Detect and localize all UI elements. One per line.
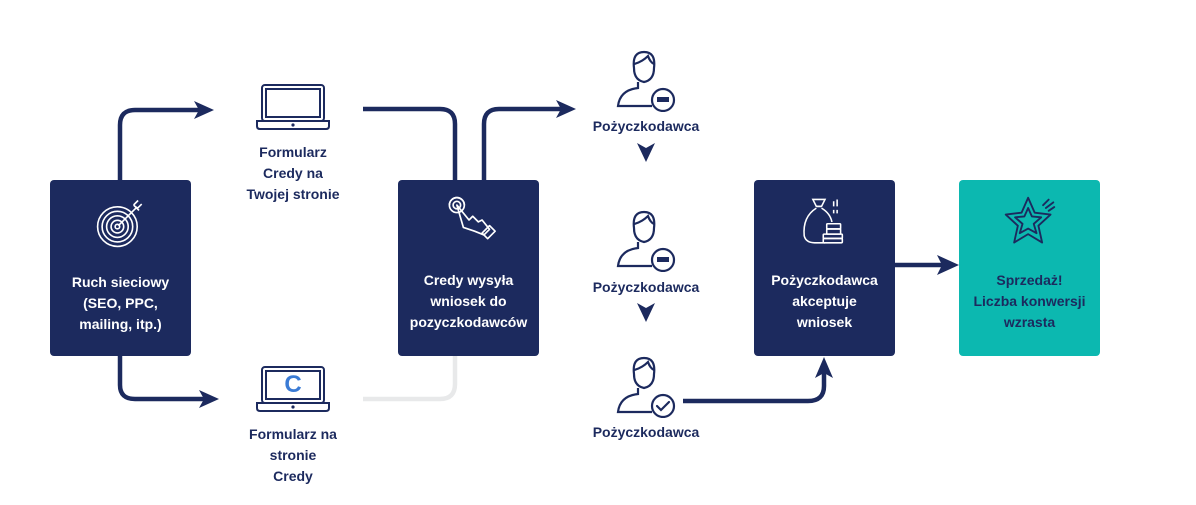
step-traffic-box: Ruch sieciowy (SEO, PPC, mailing, itp.) <box>50 180 191 356</box>
step-credy-sends-label: Credy wysyła wniosek do pozyczkodawców <box>409 272 528 330</box>
user-minus-icon <box>614 48 680 113</box>
arrowhead <box>199 390 219 408</box>
lender-1-label: Pożyczkodawca <box>592 118 700 134</box>
line-own-form-to-credy <box>363 106 458 180</box>
laptop-icon <box>256 84 330 130</box>
money-bag-icon <box>802 198 843 244</box>
lender-2-label: Pożyczkodawca <box>592 279 700 295</box>
arrowhead <box>937 255 959 275</box>
hand-tap-icon <box>448 196 496 240</box>
step-sale-box: Sprzedaż! Liczba konwersji wzrasta <box>959 180 1100 356</box>
user-check-icon <box>614 354 680 419</box>
arrowhead <box>194 101 214 119</box>
arrowhead <box>556 100 576 118</box>
lender-3-label: Pożyczkodawca <box>592 424 700 440</box>
step-lender-accepts-label: Pożyczkodawca akceptuje wniosek <box>771 272 878 330</box>
credy-logo-letter: C <box>284 371 302 398</box>
down-arrow-lender-2 <box>637 303 655 322</box>
star-icon <box>1004 196 1055 244</box>
step-traffic-label: Ruch sieciowy (SEO, PPC, mailing, itp.) <box>71 274 170 332</box>
line-credy-form-to-credy <box>363 356 458 402</box>
step-sale-label: Sprzedaż! Liczba konwersji wzrasta <box>973 272 1086 330</box>
arrow-traffic-to-own-form <box>117 107 206 180</box>
step-credy-sends-box: Credy wysyła wniosek do pozyczkodawców <box>398 180 539 356</box>
arrow-lender-to-accepts <box>683 370 827 404</box>
step-own-form-label: Formularz Credy na Twojej stronie <box>246 144 340 202</box>
arrowhead <box>815 357 833 378</box>
laptop-credy-icon: C <box>256 366 330 412</box>
down-arrow-lender-1 <box>637 143 655 162</box>
arrow-credy-to-lender <box>481 106 567 180</box>
step-lender-accepts-box: Pożyczkodawca akceptuje wniosek <box>754 180 895 356</box>
target-icon <box>96 199 142 248</box>
arrow-traffic-to-credy-form <box>117 356 210 402</box>
user-minus-icon <box>614 208 680 273</box>
step-credy-form-label: Formularz na stronie Credy <box>249 426 337 484</box>
